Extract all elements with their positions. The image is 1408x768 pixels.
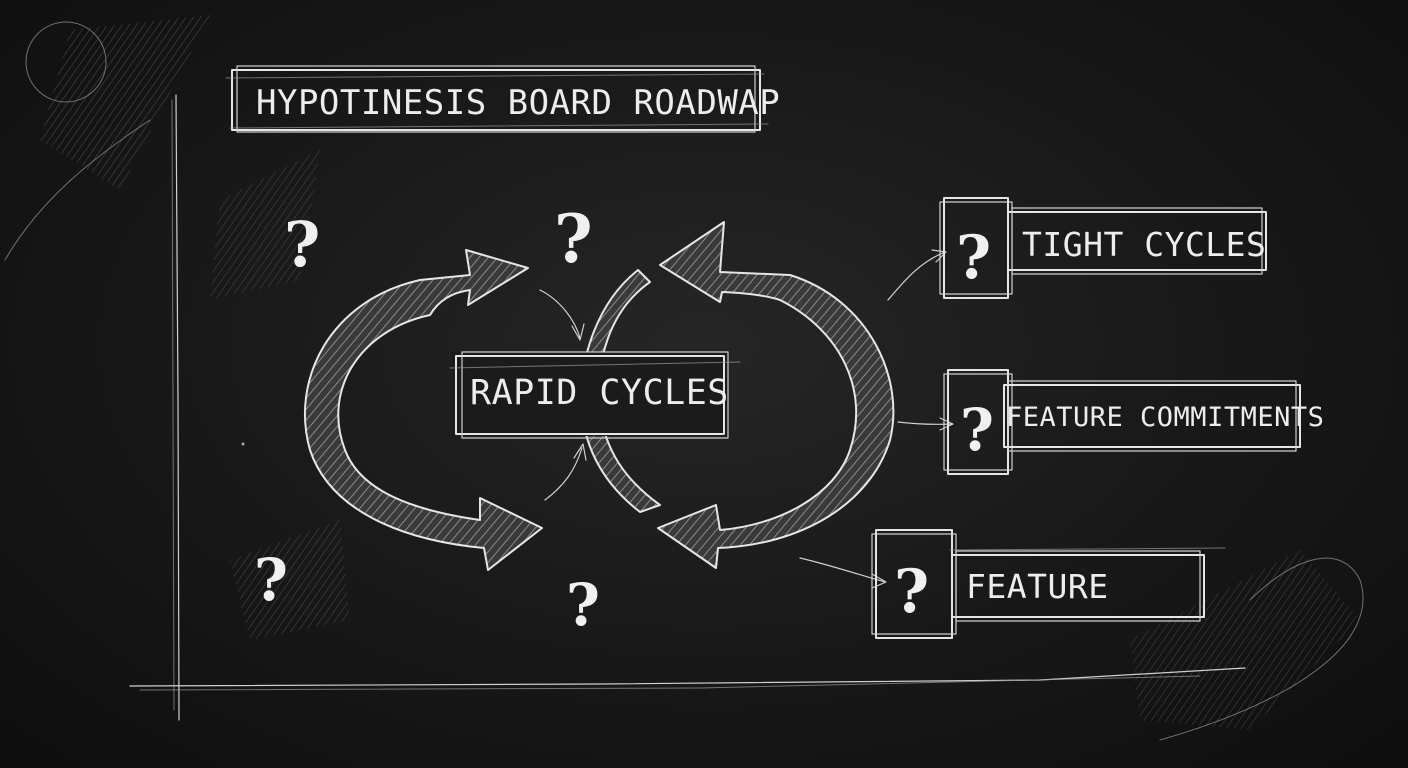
center-label: RAPID CYCLES bbox=[470, 373, 729, 413]
center-label-box: RAPID CYCLES bbox=[449, 351, 741, 439]
outcome-label-tight-cycles: TIGHT CYCLES bbox=[1022, 225, 1266, 264]
question-mark-icon: ? bbox=[284, 208, 320, 281]
connector-arrows bbox=[539, 289, 587, 501]
question-mark-icon: ? bbox=[894, 557, 929, 627]
outcome-box-feature-commitments: ? FEATURE COMMITMENTS bbox=[943, 369, 1324, 475]
cycle-arrows bbox=[304, 221, 895, 571]
question-mark-icon: ? bbox=[956, 223, 991, 293]
outcome-label-feature-commitments: FEATURE COMMITMENTS bbox=[1006, 402, 1324, 433]
chalk-scribbles bbox=[4, 15, 1364, 741]
question-mark-icon: ? bbox=[554, 200, 593, 278]
board-axes bbox=[129, 94, 1246, 721]
question-mark-icon: ? bbox=[254, 546, 288, 614]
question-marks: ? ? ? ? bbox=[254, 200, 600, 639]
question-mark-icon: ? bbox=[960, 396, 994, 464]
title-box: HYPOTINESIS BOARD ROADWAP bbox=[225, 65, 780, 133]
outcome-label-feature: FEATURE bbox=[966, 567, 1109, 606]
outcome-box-feature: ? FEATURE bbox=[871, 529, 1226, 639]
outcome-box-tight-cycles: ? TIGHT CYCLES bbox=[939, 197, 1267, 299]
board-title: HYPOTINESIS BOARD ROADWAP bbox=[256, 83, 780, 123]
question-mark-icon: ? bbox=[566, 571, 600, 639]
